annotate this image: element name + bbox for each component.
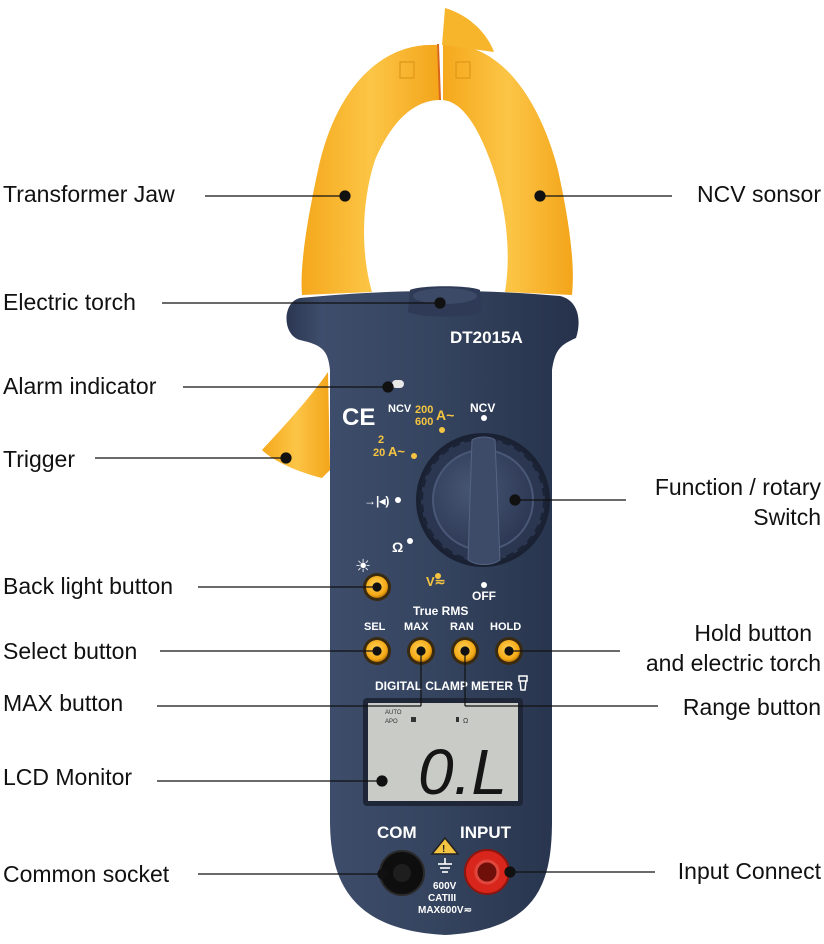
dial-off: OFF bbox=[472, 589, 496, 603]
dial-diode: →|◂) bbox=[364, 494, 389, 508]
lcd-auto: AUTO bbox=[385, 710, 402, 716]
warning-mark: ! bbox=[442, 844, 445, 855]
lcd-apo: APO bbox=[385, 719, 398, 725]
dial-dot-diode bbox=[395, 497, 401, 503]
com-label: COM bbox=[377, 823, 417, 842]
input-label: INPUT bbox=[460, 823, 512, 842]
dial-dot-a-high bbox=[439, 427, 445, 433]
dial-ohm: Ω bbox=[392, 539, 403, 555]
leader-lines bbox=[95, 190, 672, 880]
hold-label: HOLD bbox=[490, 621, 521, 633]
callout-alarm-indicator: Alarm indicator bbox=[3, 373, 157, 399]
dial-dot-a-low bbox=[411, 453, 417, 459]
dial-a-600: 600 bbox=[415, 416, 433, 428]
callout-electric-torch: Electric torch bbox=[3, 289, 136, 315]
lcd-indicator-2 bbox=[456, 717, 459, 722]
dial-volt: V≂ bbox=[426, 574, 446, 589]
warning-icon bbox=[430, 836, 460, 855]
callout-common-socket: Common socket bbox=[3, 861, 170, 887]
callout-range-button: Range button bbox=[682, 694, 821, 720]
lcd-reading: 0.L bbox=[418, 736, 507, 808]
ce-mark: CE bbox=[342, 404, 375, 431]
callout-ncv-sensor: NCV sonsor bbox=[697, 181, 821, 207]
ground-icon bbox=[438, 858, 452, 873]
callout-transformer-jaw: Transformer Jaw bbox=[3, 181, 175, 207]
callout-hold-button-line1: Hold button bbox=[694, 620, 812, 646]
dial-a-200: 200 bbox=[415, 404, 433, 416]
rating-cat: CATIII bbox=[428, 893, 456, 904]
true-rms-label: True RMS bbox=[413, 604, 468, 618]
transformer-jaw bbox=[301, 8, 573, 296]
lcd-indicator bbox=[411, 717, 416, 722]
callout-lcd-monitor: LCD Monitor bbox=[3, 764, 133, 790]
model-label: DT2015A bbox=[450, 328, 523, 347]
max-label: MAX bbox=[404, 621, 429, 633]
lcd-ohm-symbol: Ω bbox=[463, 718, 468, 725]
dial-ncv-top: NCV bbox=[470, 401, 495, 415]
torch-icon bbox=[518, 675, 528, 691]
alarm-indicator-led bbox=[392, 380, 404, 388]
dial-dot-ohm bbox=[407, 538, 413, 544]
callout-input-connect: Input Connect bbox=[677, 858, 821, 884]
dial-a-high-unit: A~ bbox=[436, 407, 454, 423]
callout-function-switch-line2: Switch bbox=[753, 504, 821, 530]
callout-trigger: Trigger bbox=[3, 446, 75, 472]
callout-function-switch: Function / rotary Switch bbox=[655, 474, 821, 530]
lcd-screen bbox=[368, 703, 518, 801]
backlight-sun-icon: ☀ bbox=[355, 556, 371, 576]
callout-max-button: MAX button bbox=[3, 690, 124, 716]
sel-label: SEL bbox=[364, 621, 386, 633]
dial-a-20: 20 bbox=[373, 447, 385, 459]
callout-hold-button-2: and electric torch bbox=[645, 650, 821, 676]
callout-hold-button: Hold button bbox=[694, 620, 812, 646]
dial-dot-ncv bbox=[481, 415, 487, 421]
callout-back-light-button: Back light button bbox=[3, 573, 174, 599]
rating-max: MAX600V≂ bbox=[418, 905, 472, 916]
ran-label: RAN bbox=[450, 621, 474, 633]
device-title: DIGITAL CLAMP METER bbox=[375, 679, 513, 693]
trigger[interactable] bbox=[262, 372, 330, 478]
callout-select-button: Select button bbox=[3, 638, 138, 664]
dial-dot-off bbox=[481, 582, 487, 588]
dial-ncv-left: NCV bbox=[388, 403, 412, 415]
rating-600v: 600V bbox=[433, 881, 457, 892]
dial-a-low-unit: A~ bbox=[388, 444, 405, 459]
dial-dot-volt bbox=[435, 573, 441, 579]
dial-a-2: 2 bbox=[378, 434, 384, 446]
callout-function-switch-line1: Function / rotary bbox=[654, 474, 821, 500]
